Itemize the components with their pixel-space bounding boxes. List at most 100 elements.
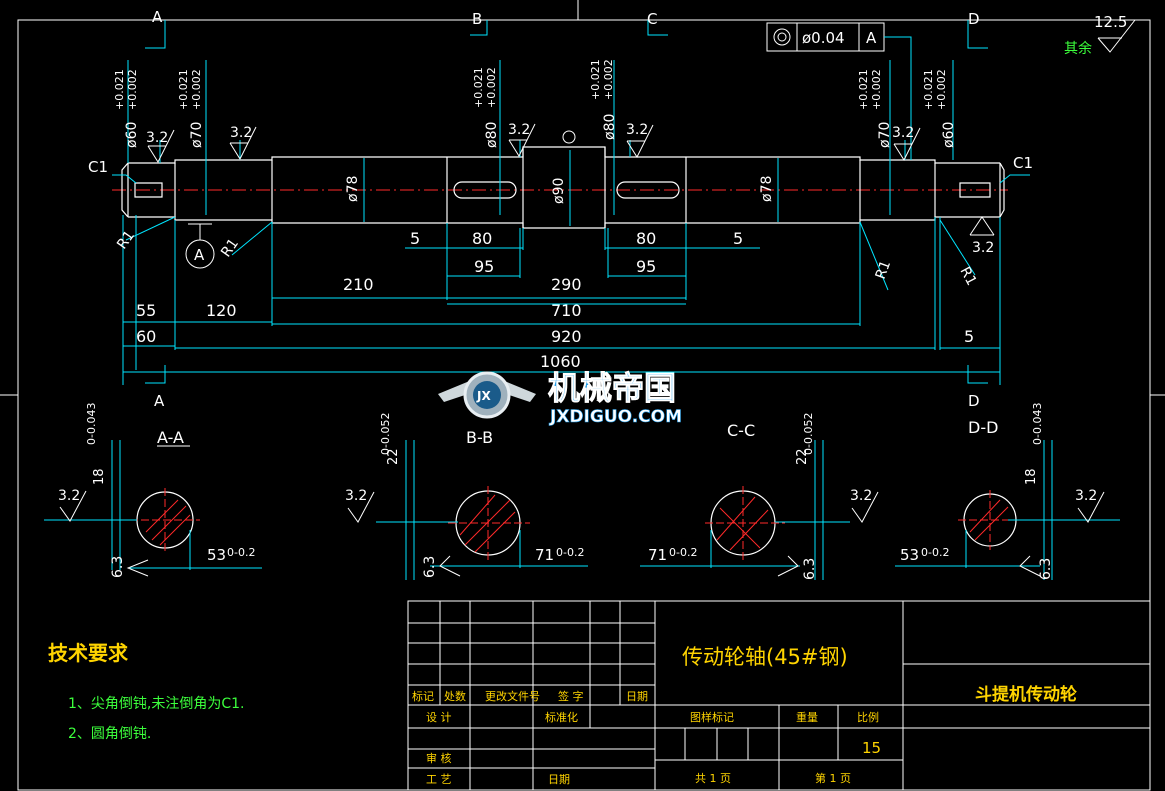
concentricity-icon: [773, 28, 791, 46]
tol-upper-4: +0.021: [589, 59, 602, 100]
tolerance-frame: [766, 22, 912, 160]
tol-upper-5: +0.021: [857, 69, 870, 110]
project-name: 斗提机传动轮: [975, 684, 1077, 705]
section-roughness-side: 6.3: [110, 556, 126, 578]
section-roughness: 3.2: [850, 488, 872, 504]
roughness-symbols: [147, 123, 995, 236]
diameter-group-3: ø80 +0.021 +0.002: [472, 67, 500, 148]
section-width: 22: [386, 448, 401, 465]
tolerance-datum: A: [866, 29, 877, 47]
dim-95-left: 95: [474, 257, 494, 276]
section-roughness: 3.2: [345, 488, 367, 504]
section-roughness-side: 6.3: [802, 558, 818, 580]
tol-lower-1: +0.002: [126, 69, 139, 110]
section-roughness-side: 6.3: [1038, 558, 1054, 580]
radius-label-1: R1: [114, 228, 138, 252]
dim-120: 120: [206, 301, 237, 320]
diameter-label-90: ø90: [551, 178, 567, 204]
section-marker-d-bottom: D: [968, 392, 980, 410]
dim-80-right: 80: [636, 229, 656, 248]
tb-process: 工 艺: [426, 773, 452, 786]
tb-standard: 标准化: [545, 710, 578, 724]
section-roughness: 3.2: [1075, 488, 1097, 504]
tech-note-1: 1、尖角倒钝,未注倒角为C1.: [68, 696, 245, 712]
dim-5-right: 5: [733, 229, 743, 248]
tol-lower-6: +0.002: [935, 69, 948, 110]
diameter-group-1: ø60 +0.021 +0.002: [113, 69, 140, 148]
tb-stage-mark: 图样标记: [690, 710, 734, 724]
section-depth: 53: [207, 546, 226, 564]
tol-lower-5: +0.002: [870, 69, 883, 110]
section-depth-tol: 0-0.2: [227, 546, 255, 559]
section-width-tol: 0-0.052: [379, 413, 392, 455]
datum-a-label: A: [194, 246, 205, 264]
tol-lower-3: +0.002: [485, 67, 498, 108]
tol-upper-2: +0.021: [177, 69, 190, 110]
dimension-lines: [112, 60, 1030, 385]
roughness-label-1: 3.2: [146, 130, 168, 146]
dim-210: 210: [343, 275, 374, 294]
section-d-d: D-D 18 0-0.043 53 0-0.2 3.2 6.3: [895, 403, 1120, 580]
section-c-c: C-C 22 0-0.052 71 0-0.2 3.2 6.3: [640, 413, 879, 580]
dim-920: 920: [551, 327, 582, 346]
tol-upper-1: +0.021: [113, 69, 126, 110]
dim-290: 290: [551, 275, 582, 294]
tb-date2: 日期: [548, 773, 570, 786]
dim-80-left: 80: [472, 229, 492, 248]
dim-1060: 1060: [540, 352, 581, 371]
tb-scale: 比例: [857, 710, 879, 724]
tolerance-value: ø0.04: [802, 29, 845, 47]
roughness-label-5: 3.2: [892, 125, 914, 141]
diameter-group-6: ø60 +0.021 +0.002: [922, 69, 957, 148]
tb-sheets-total: 共 1 页: [695, 772, 731, 785]
roughness-label-3: 3.2: [508, 122, 530, 138]
tech-heading: 技术要求: [48, 641, 129, 665]
radius-label-2: R1: [218, 236, 242, 260]
section-markers: [145, 20, 988, 384]
section-marker-a-bottom: A: [154, 392, 165, 410]
tb-header-date: 日期: [626, 690, 648, 703]
diameter-label-80-right: ø80: [602, 114, 618, 140]
global-roughness-value: 12.5: [1094, 13, 1127, 31]
diameter-label-80-left: ø80: [484, 122, 500, 148]
section-width: 22: [795, 448, 810, 465]
section-a-a: A-A 18 0-0.043 53 0-0.2 3.2 6.3: [44, 403, 262, 578]
watermark: JX 机械帝国 JXDIGUO.COM: [438, 369, 682, 427]
tb-header-doc: 更改文件号: [485, 689, 540, 703]
dim-5-end: 5: [964, 327, 974, 346]
roughness-label-6: 3.2: [972, 240, 994, 256]
tb-check: 审 核: [426, 751, 452, 765]
section-marker-a-top: A: [152, 8, 163, 26]
shaft-outline: [121, 146, 1005, 229]
tb-header-sign: 签 字: [558, 689, 584, 703]
section-depth: 53: [900, 546, 919, 564]
radius-label-4: R1: [956, 264, 979, 288]
section-title: C-C: [727, 421, 755, 440]
section-title: B-B: [466, 428, 493, 447]
tb-design: 设 计: [426, 711, 452, 724]
section-marker-d-top: D: [968, 10, 980, 28]
tb-weight: 重量: [796, 710, 818, 724]
section-depth-tol: 0-0.2: [556, 546, 584, 559]
title-block: [407, 600, 1151, 791]
chamfer-label-left: C1: [88, 158, 108, 176]
tol-upper-3: +0.021: [472, 67, 485, 108]
gear-logo-icon: JX: [438, 371, 536, 419]
diameter-label-70-right: ø70: [877, 122, 893, 148]
section-depth-tol: 0-0.2: [921, 546, 949, 559]
dim-5-left: 5: [410, 229, 420, 248]
tb-sheet-no: 第 1 页: [815, 771, 851, 785]
logo-text: JX: [476, 389, 491, 403]
tb-header-mark: 标记: [412, 689, 434, 703]
dim-95-right: 95: [636, 257, 656, 276]
diameter-group-2: ø70 +0.021 +0.002: [177, 69, 205, 148]
keyways: [134, 181, 991, 199]
section-title: A-A: [157, 428, 184, 447]
diameter-group-5: ø70 +0.021 +0.002: [857, 69, 893, 148]
watermark-url: JXDIGUO.COM: [549, 407, 682, 427]
tb-header-count: 处数: [444, 690, 466, 703]
watermark-name: 机械帝国: [548, 369, 676, 407]
section-title: D-D: [968, 418, 998, 437]
chamfer-label-right: C1: [1013, 154, 1033, 172]
